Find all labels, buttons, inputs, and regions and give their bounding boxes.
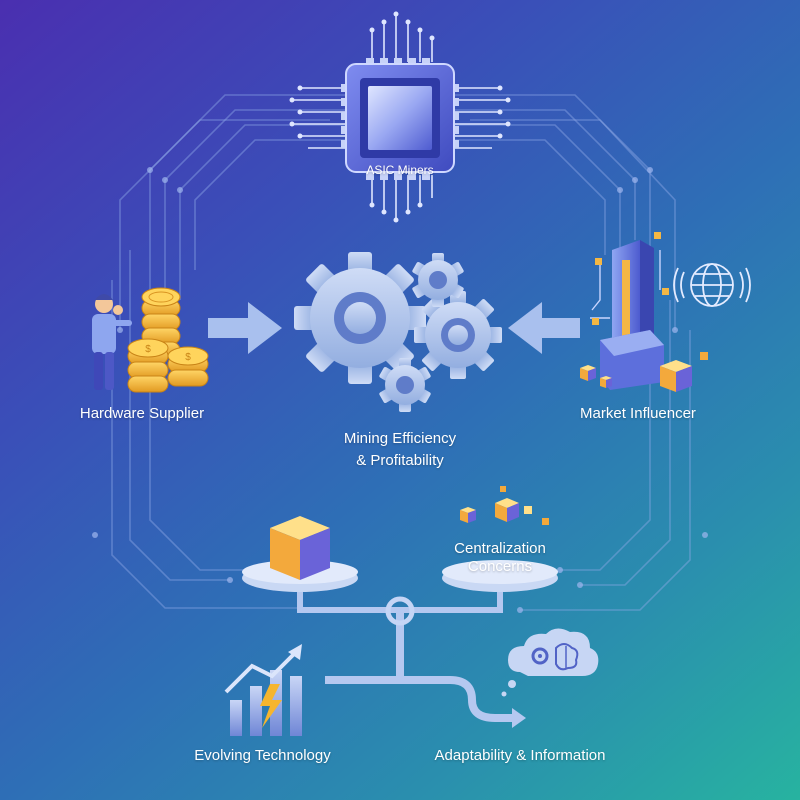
growth-chart-icon <box>224 644 302 736</box>
cube-icon <box>270 486 549 580</box>
concerns-label: Concerns <box>467 558 533 575</box>
arrow-left-icon <box>508 302 580 354</box>
svg-text:$: $ <box>185 352 191 363</box>
gears-icon <box>294 252 502 412</box>
person-icon <box>92 294 132 390</box>
svg-text:$: $ <box>145 344 151 355</box>
adaptability-information-label: Adaptability & Information <box>434 747 606 764</box>
hardware-supplier-label: Hardware Supplier <box>79 405 205 422</box>
mining-efficiency-label: Mining Efficiency <box>343 430 457 447</box>
brain-cloud-icon <box>501 628 599 697</box>
arrow-right-icon <box>208 302 282 354</box>
globe-icon <box>673 263 751 307</box>
cpu-chip-icon <box>289 11 511 223</box>
tower-icon <box>590 232 669 390</box>
centralization-label: Centralization <box>454 540 546 557</box>
asic-miners-label: ASIC Miners <box>366 163 434 177</box>
market-influencer-label: Market Influencer <box>580 405 696 422</box>
profitability-label: & Profitability <box>356 452 444 469</box>
balance-scale-icon <box>242 560 558 728</box>
evolving-technology-label: Evolving Technology <box>194 747 331 764</box>
coin-stack-icon: $ $ <box>127 287 209 393</box>
circuit-traces <box>111 94 691 611</box>
cube-icon <box>580 352 708 392</box>
